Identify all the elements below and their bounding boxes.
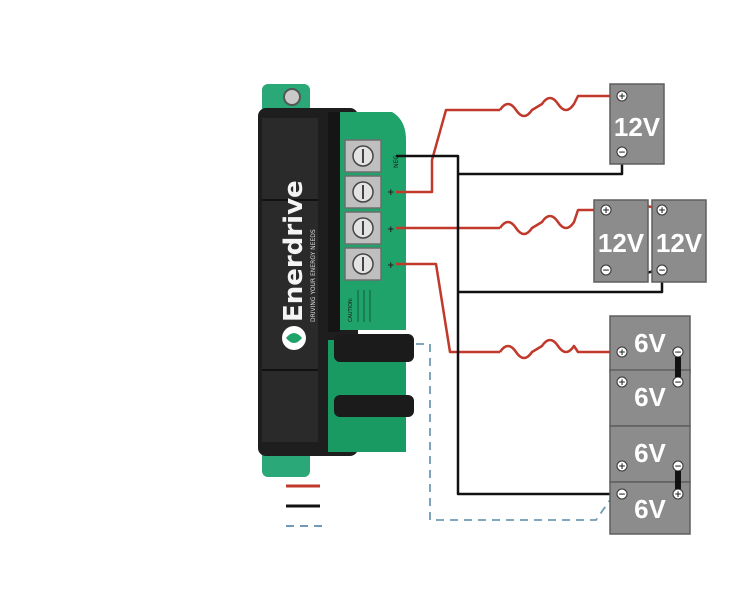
plus-terminal-icon: + [602,206,610,216]
battery-voltage-label: 6V [634,438,666,468]
fuse-icon [498,94,620,118]
negative-wire-bank1 [458,158,624,176]
plus-terminal-icon: + [618,378,626,388]
plus-terminal-label: + [387,261,395,271]
battery-bank-1: + − 12V [609,83,665,165]
minus-terminal-icon: − [602,266,610,276]
battery-voltage-label: 6V [634,328,666,358]
terminal-block [344,139,382,281]
plus-terminal-icon: + [618,462,626,472]
plus-terminal-icon: + [674,490,682,500]
fuse-icon [498,208,606,236]
charger-side-panel [262,118,318,442]
battery-voltage-label: 12V [656,228,703,258]
battery-charger: Enerdrive DRIVING YOUR ENERGY NEEDS NEG … [258,84,414,477]
neg-terminal-label: NEG [393,155,400,168]
minus-terminal-icon: − [658,266,666,276]
plus-terminal-icon: + [658,206,666,216]
battery-voltage-label: 6V [634,494,666,524]
minus-terminal-icon: − [674,462,682,472]
caution-title: CAUTION: [348,297,354,322]
plus-terminal-label: + [387,225,395,235]
negative-bus-wire [396,154,622,496]
charger-tagline: DRIVING YOUR ENERGY NEEDS [310,229,317,322]
positive-wire-bank3 [396,262,500,354]
battery-voltage-label: 12V [598,228,645,258]
charger-brand: Enerdrive [279,180,309,322]
minus-terminal-icon: − [674,378,682,388]
fuse-icon [498,338,622,360]
battery-bank-2: + − + − 12V 12V [593,199,707,283]
battery-voltage-label: 6V [634,382,666,412]
mount-screw-icon [283,88,301,106]
minus-terminal-icon: − [618,148,626,158]
wire-legend [286,484,326,527]
temperature-sensor-wire [416,343,611,521]
battery-voltage-label: 12V [614,112,661,142]
caution-sticker [343,284,379,326]
plus-terminal-icon: + [618,348,626,358]
battery-bank-3: + − + − + − − + 6V 6V 6V 6V [609,315,691,535]
plus-terminal-icon: + [618,92,626,102]
minus-terminal-icon: − [674,348,682,358]
positive-wire-bank1 [396,108,500,194]
plus-terminal-label: + [387,188,395,198]
minus-terminal-icon: − [618,490,626,500]
